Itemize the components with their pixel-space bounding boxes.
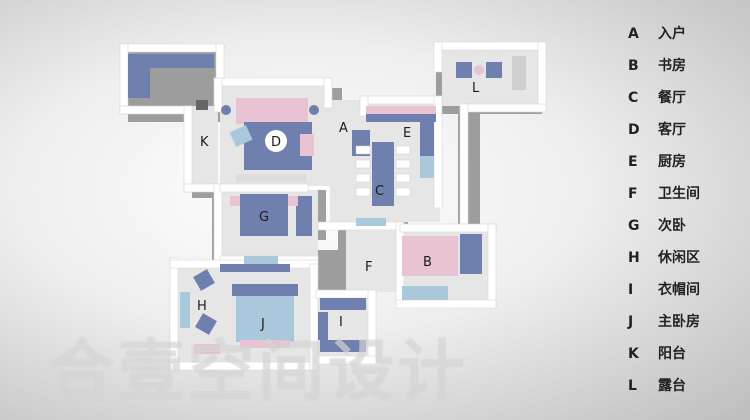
room-letters: A B C D E F G H I J K L <box>197 81 480 332</box>
legend-label: 主卧房 <box>658 314 700 330</box>
lamp <box>309 105 319 115</box>
bench <box>240 340 290 348</box>
legend-label: 阳台 <box>658 346 686 362</box>
legend-key: D <box>628 122 640 138</box>
legend-item: J 主卧房 <box>622 310 742 342</box>
chair <box>395 187 411 197</box>
lamp <box>221 105 231 115</box>
legend-key: K <box>628 346 639 362</box>
legend-item: F 卫生间 <box>622 182 742 214</box>
bed <box>240 194 288 236</box>
walls <box>119 41 547 371</box>
terrace-chair <box>456 62 472 78</box>
legend-label: 卫生间 <box>658 186 700 202</box>
lounge-chair <box>195 313 217 335</box>
counter <box>366 114 436 122</box>
bench <box>128 54 150 98</box>
headboard <box>232 284 298 296</box>
terrace-table <box>474 65 484 75</box>
counter <box>366 106 436 116</box>
plant <box>196 100 208 110</box>
legend-key: J <box>628 314 634 330</box>
watermark: 合壹空间设计 <box>48 332 468 410</box>
legend-item: L 露台 <box>622 374 742 406</box>
room-letter-k: K <box>200 135 209 150</box>
chair <box>355 145 371 155</box>
vanity <box>194 344 220 354</box>
legend-label: 书房 <box>658 58 686 74</box>
room-marker-d <box>265 130 287 152</box>
nightstand <box>230 196 240 206</box>
side-cabinet <box>180 292 190 328</box>
room-letter-i: I <box>339 315 343 330</box>
shoe-cabinet <box>356 218 386 226</box>
legend-key: A <box>628 26 639 42</box>
room-letter-h: H <box>197 299 207 314</box>
room-letter-j: J <box>260 317 265 332</box>
legend-label: 休闲区 <box>658 250 700 266</box>
legend-item: C 餐厅 <box>622 86 742 118</box>
legend-item: E 厨房 <box>622 150 742 182</box>
legend-item: D 客厅 <box>622 118 742 150</box>
closet-shelf <box>320 298 366 310</box>
fridge <box>420 156 434 178</box>
legend-key: F <box>628 186 638 202</box>
chair <box>355 159 371 169</box>
terrace-chair <box>486 62 502 78</box>
chair <box>355 173 371 183</box>
room-letter-f: F <box>365 260 372 275</box>
chair <box>355 187 371 197</box>
legend-label: 衣帽间 <box>658 282 700 298</box>
legend-label: 露台 <box>658 378 686 394</box>
legend-item: G 次卧 <box>622 214 742 246</box>
armchair <box>229 124 253 148</box>
chair <box>395 173 411 183</box>
legend-label: 入户 <box>658 26 686 42</box>
legend-item: K 阳台 <box>622 342 742 374</box>
room-letter-b: B <box>423 255 432 270</box>
legend-key: E <box>628 154 638 170</box>
room-letter-l: L <box>472 81 480 96</box>
room-letter-d: D <box>271 135 281 150</box>
legend-key: C <box>628 90 639 106</box>
tv-cabinet <box>244 256 278 266</box>
legend-key: L <box>628 378 637 394</box>
legend-key: B <box>628 58 639 74</box>
room-letter-a: A <box>339 121 348 136</box>
legend-label: 客厅 <box>658 122 686 138</box>
chair <box>395 145 411 155</box>
lounge-chair <box>193 269 215 291</box>
room-letter-c: C <box>375 184 384 199</box>
room-letter-g: G <box>259 210 269 225</box>
master-bed <box>236 290 294 342</box>
legend-key: G <box>628 218 640 234</box>
closet-shelf <box>320 340 366 352</box>
desk <box>402 236 458 276</box>
bookshelf <box>460 234 482 274</box>
wardrobe <box>296 196 312 236</box>
closet-shelf <box>318 312 328 340</box>
tv-cabinet <box>236 174 306 182</box>
room-legend: A 入户 B 书房 C 餐厅 D 客厅 E 厨房 F 卫生间 G 次卧 H 休闲区 I 衣帽间 J… <box>622 22 742 406</box>
legend-label: 次卧 <box>658 218 686 234</box>
nightstand <box>288 196 298 206</box>
room-letter-e: E <box>403 126 411 141</box>
sofa <box>236 98 308 124</box>
planter <box>512 56 526 90</box>
legend-key: I <box>628 282 634 298</box>
sofa-bed <box>402 286 448 300</box>
legend-item: I 衣帽间 <box>622 278 742 310</box>
legend-item: B 书房 <box>622 54 742 86</box>
chair <box>395 159 411 169</box>
dining-table <box>372 142 394 206</box>
legend-label: 餐厅 <box>658 90 686 106</box>
dresser <box>220 264 290 272</box>
legend-item: H 休闲区 <box>622 246 742 278</box>
legend-item: A 入户 <box>622 22 742 54</box>
side-table <box>300 134 314 156</box>
legend-key: H <box>628 250 640 266</box>
legend-label: 厨房 <box>658 154 686 170</box>
